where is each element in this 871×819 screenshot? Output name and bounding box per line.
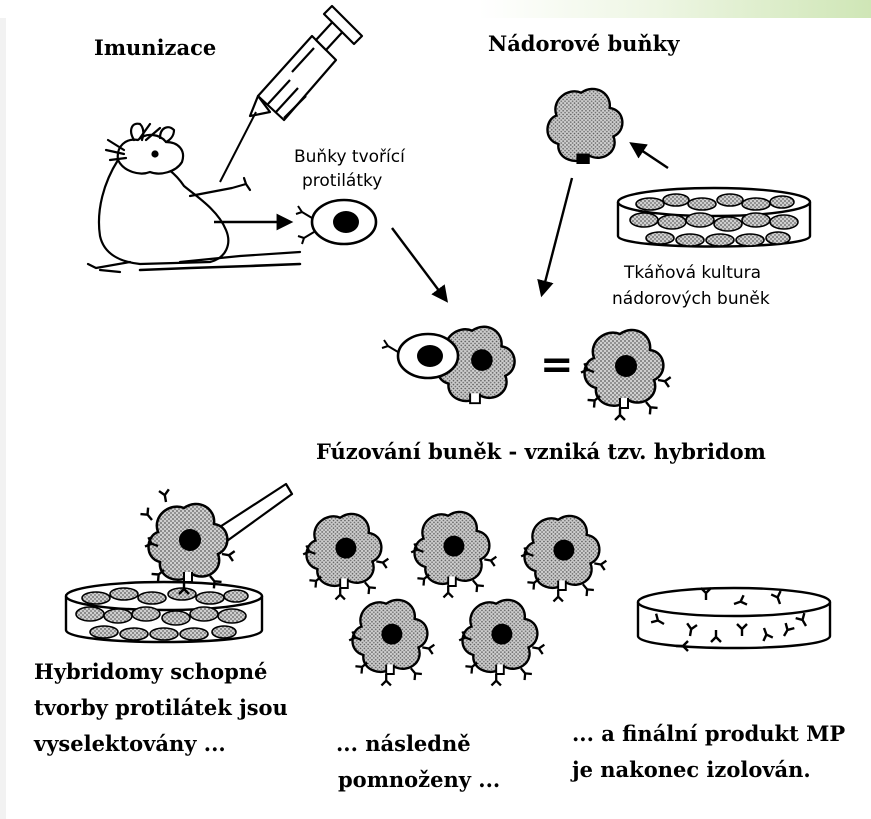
antibody-producing-cell-icon [296, 200, 376, 244]
antibody-dish-icon [638, 588, 830, 651]
hybridoma-cell-icon [459, 600, 544, 686]
label-finalni-line2: je nakonec izolován. [572, 758, 811, 782]
label-imunizace: Imunizace [94, 36, 216, 60]
arrow-tumor-to-fusion [542, 178, 572, 294]
label-finalni-line1: ... a finální produkt MP [572, 722, 845, 746]
hybridoma-cell-icon [140, 489, 234, 594]
fusing-cells-icon [382, 327, 515, 403]
label-hybridomy-line3: vyselektovány ... [34, 732, 226, 756]
hybridoma-cell-icon [303, 514, 388, 600]
label-hybridomy-line2: tvorby protilátek jsou [34, 696, 288, 720]
hybridoma-cell-icon [581, 330, 671, 420]
hybridoma-cell-icon [521, 516, 606, 602]
culture-dish-icon [66, 582, 262, 642]
tumor-cell-icon [547, 89, 622, 163]
label-nasledne-line2: pomnoženy ... [338, 768, 500, 792]
label-tkanova-kultura-line1: Tkáňová kultura [624, 264, 761, 284]
mouse-icon [88, 124, 300, 272]
arrow-cell-to-fusion [392, 228, 446, 300]
label-fuzovani: Fúzování buněk - vzniká tzv. hybridom [316, 440, 766, 464]
hybridoma-cell-icon [411, 512, 496, 598]
label-hybridomy-line1: Hybridomy schopné [34, 660, 267, 684]
hybridoma-cell-icon [349, 600, 434, 686]
culture-dish-icon [618, 188, 810, 247]
arrow-culture-to-tumor [632, 144, 668, 168]
label-nadorove-bunky: Nádorové buňky [488, 32, 679, 56]
label-bunky-tvorici-line1: Buňky tvořící [294, 148, 405, 168]
label-bunky-tvorici-line2: protilátky [302, 172, 382, 192]
label-nasledne-line1: ... následně [336, 732, 471, 756]
equals-sign: = [540, 342, 574, 388]
label-tkanova-kultura-line2: nádorových buněk [612, 290, 770, 310]
